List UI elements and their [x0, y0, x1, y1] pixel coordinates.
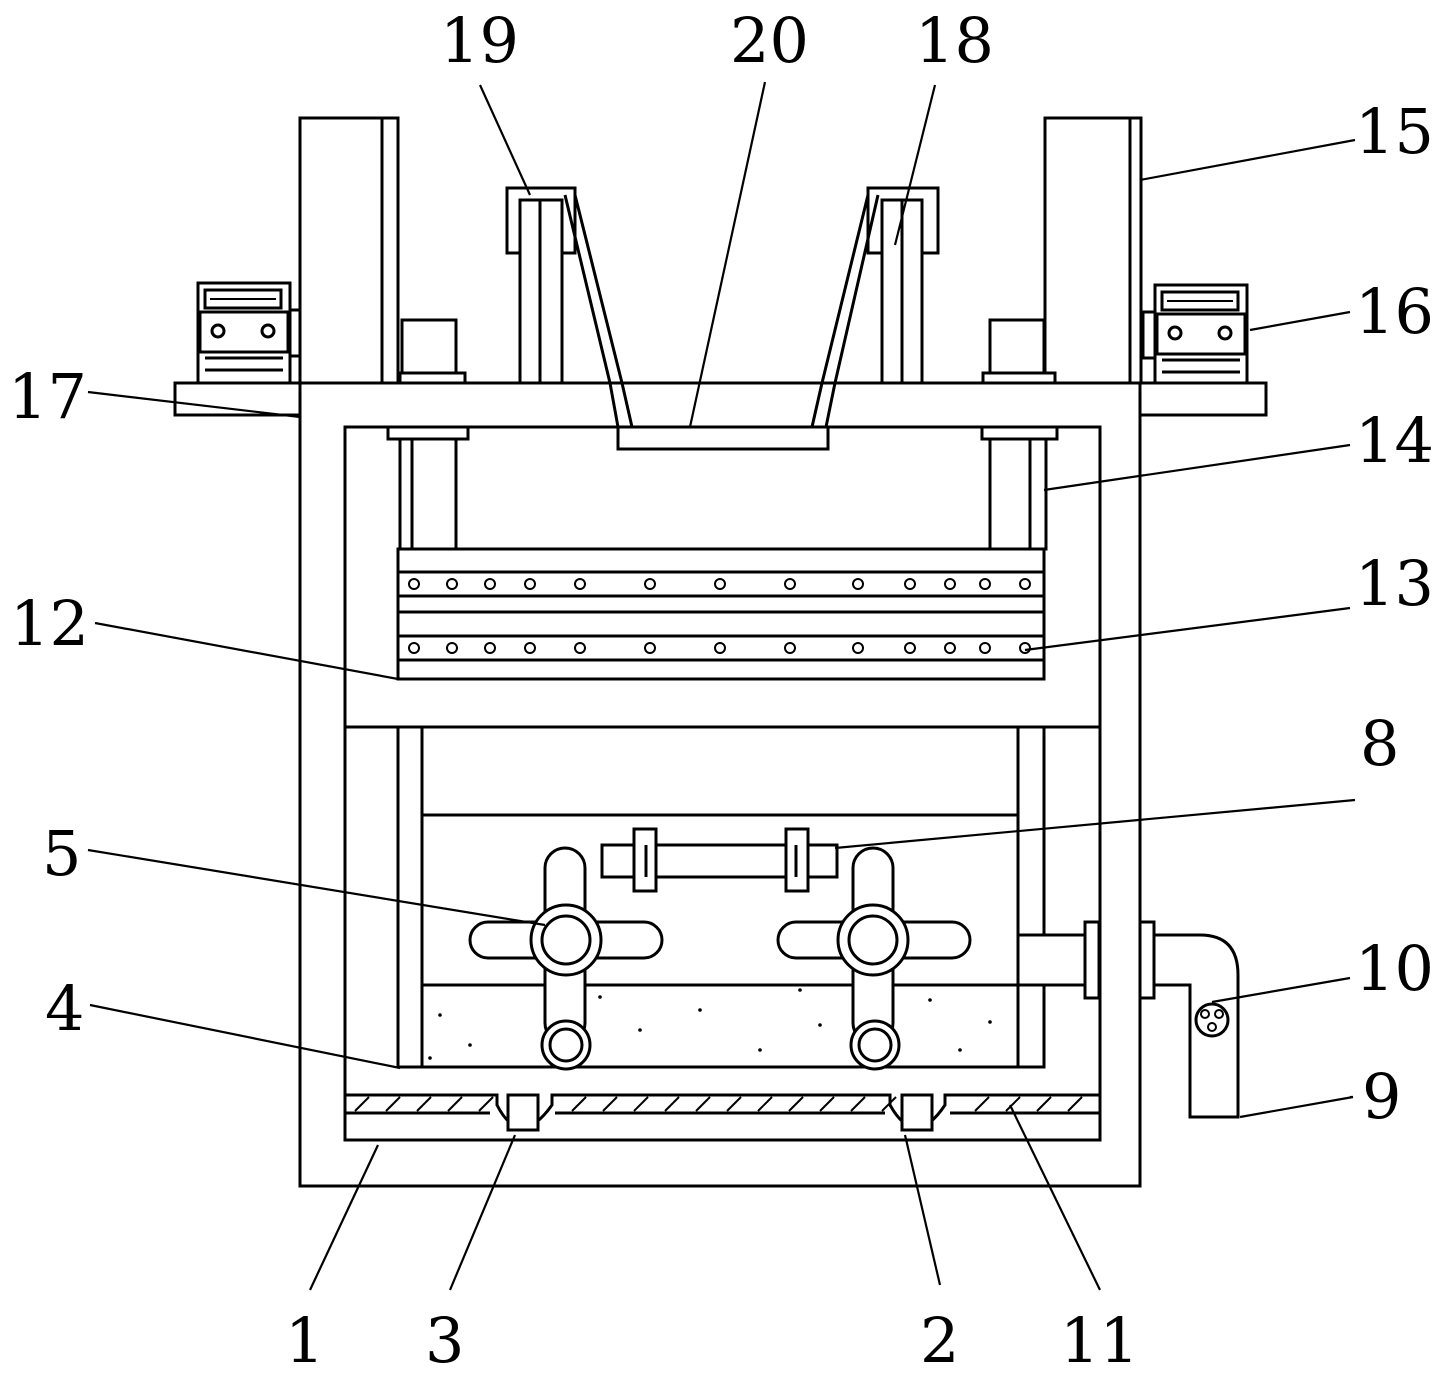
- hatch-line: [633, 1096, 649, 1112]
- hatch-line: [850, 1096, 866, 1112]
- label-10: 10: [1355, 932, 1434, 1005]
- hatch-line: [881, 1096, 897, 1112]
- label-13: 13: [1355, 547, 1434, 620]
- hatch-line: [757, 1096, 773, 1112]
- hatch-line: [788, 1096, 804, 1112]
- label-3: 3: [425, 1304, 464, 1377]
- roller-dot: [574, 578, 586, 590]
- label-19: 19: [440, 4, 519, 77]
- hopper-guides: [505, 186, 940, 385]
- roller-dots: [408, 578, 1031, 654]
- roller-dot: [944, 642, 956, 654]
- label-16: 16: [1355, 275, 1434, 348]
- leader-lines: [87, 81, 1356, 1291]
- roller-dot: [714, 578, 726, 590]
- roller-dot: [852, 578, 864, 590]
- hatch-line: [354, 1096, 370, 1112]
- roller-dot: [446, 578, 458, 590]
- hatch-line: [819, 1096, 835, 1112]
- roller-dot: [408, 642, 420, 654]
- inlet-hopper: [300, 194, 1140, 451]
- speckle: [958, 1048, 962, 1052]
- hatch-line: [726, 1096, 742, 1112]
- roller-dot: [484, 642, 496, 654]
- roller-dot: [979, 578, 991, 590]
- label-1: 1: [285, 1304, 324, 1377]
- hatch-line: [664, 1096, 680, 1112]
- motor-right: [1141, 283, 1249, 385]
- motor-left: [196, 281, 302, 385]
- hatch-line: [385, 1096, 401, 1112]
- label-12: 12: [10, 587, 89, 660]
- label-18: 18: [915, 4, 994, 77]
- roller-dot: [784, 578, 796, 590]
- hatch-line: [1067, 1096, 1083, 1112]
- mounting-plate: [173, 381, 1268, 417]
- drive-shaft: [600, 827, 839, 893]
- roller-dot: [1019, 642, 1031, 654]
- speckle: [438, 1013, 442, 1017]
- hatch-line: [478, 1096, 494, 1112]
- crusher-left: [468, 846, 664, 1071]
- crushing-box: [396, 725, 1046, 1069]
- roller-dot: [644, 642, 656, 654]
- roller-dot: [484, 578, 496, 590]
- speckle: [818, 1023, 822, 1027]
- hatch-line: [416, 1096, 432, 1112]
- speckle: [988, 1020, 992, 1024]
- roller-dot: [446, 642, 458, 654]
- roller-dot: [904, 578, 916, 590]
- label-15: 15: [1355, 95, 1434, 168]
- label-20: 20: [730, 4, 809, 77]
- hatch-line: [602, 1096, 618, 1112]
- speckle: [598, 995, 602, 999]
- hatch-line: [571, 1096, 587, 1112]
- hatch-line: [1036, 1096, 1052, 1112]
- label-17: 17: [8, 360, 87, 433]
- crusher-right: [776, 846, 972, 1071]
- speckle: [468, 1043, 472, 1047]
- speckle: [638, 1028, 642, 1032]
- press-plate: [396, 547, 1046, 681]
- speckle: [698, 1008, 702, 1012]
- bottom-plate: [345, 1093, 1100, 1132]
- roller-dot: [904, 642, 916, 654]
- outlet-pipe: [1016, 920, 1240, 1119]
- speckle: [758, 1048, 762, 1052]
- hydraulic-rods: [386, 425, 1059, 551]
- label-5: 5: [42, 817, 81, 890]
- labels: 1 3 2 11 4 5 8 10 9 12 13 14 15 16 17 18…: [8, 4, 1434, 1377]
- label-9: 9: [1362, 1060, 1401, 1133]
- speckle: [428, 1056, 432, 1060]
- roller-dot: [1019, 578, 1031, 590]
- label-14: 14: [1355, 404, 1434, 477]
- roller-dot: [574, 642, 586, 654]
- speckle: [928, 998, 932, 1002]
- speckle: [798, 988, 802, 992]
- label-8: 8: [1360, 707, 1399, 780]
- roller-dot: [979, 642, 991, 654]
- roller-dot: [524, 578, 536, 590]
- roller-dot: [408, 578, 420, 590]
- top-blocks: [398, 318, 1057, 385]
- roller-dot: [944, 578, 956, 590]
- roller-dot: [524, 642, 536, 654]
- label-4: 4: [45, 972, 84, 1045]
- hatch-line: [1005, 1096, 1021, 1112]
- hatch-line: [447, 1096, 463, 1112]
- hatch-line: [974, 1096, 990, 1112]
- speckles: [428, 988, 992, 1060]
- label-11: 11: [1060, 1304, 1139, 1377]
- roller-dot: [784, 642, 796, 654]
- hatching: [354, 1096, 1083, 1112]
- roller-dot: [852, 642, 864, 654]
- roller-dot: [714, 642, 726, 654]
- roller-dot: [644, 578, 656, 590]
- hatch-line: [695, 1096, 711, 1112]
- label-2: 2: [920, 1304, 959, 1377]
